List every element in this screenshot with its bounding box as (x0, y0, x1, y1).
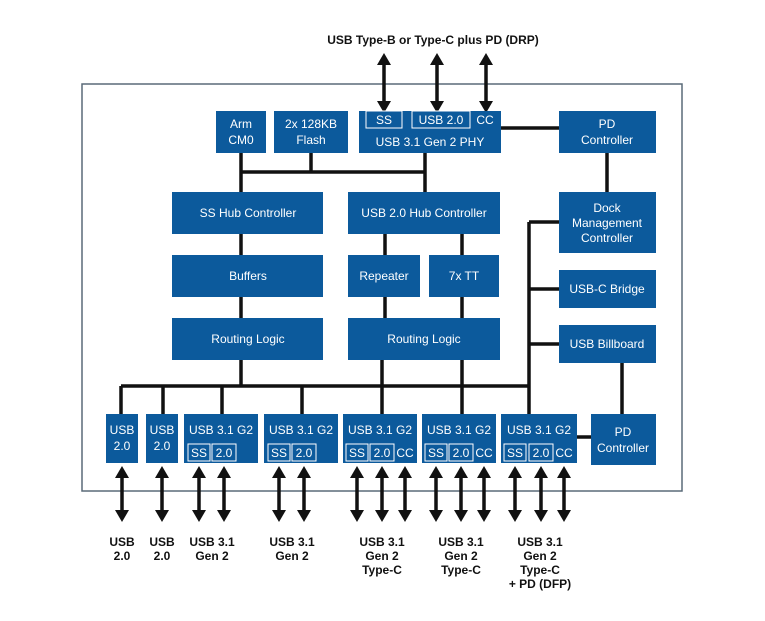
port2-title-2: 2.0 (154, 439, 171, 453)
port-usb31-g2-typec-pd: USB 3.1 G2 SS 2.0 CC (501, 414, 577, 463)
label3-line1: USB 3.1 (189, 535, 235, 549)
repeater-label: Repeater (359, 269, 408, 283)
label7-line3: Type-C (520, 563, 560, 577)
label6-line1: USB 3.1 (438, 535, 484, 549)
port6-ss: SS (428, 446, 444, 460)
dock-label-3: Controller (581, 231, 633, 245)
label5-line2: Gen 2 (365, 549, 399, 563)
dock-management-block: Dock Management Controller (559, 192, 656, 253)
arm-label: Arm (230, 117, 252, 131)
port7-cc: CC (555, 446, 573, 460)
routing-right-label: Routing Logic (387, 332, 460, 346)
port1-title-1: USB (110, 423, 135, 437)
port3-title: USB 3.1 G2 (189, 423, 253, 437)
routing-logic-right-block: Routing Logic (348, 318, 500, 360)
port4-ss: SS (271, 446, 287, 460)
pd-controller-top-block: PD Controller (559, 111, 656, 153)
phy-name-label: USB 3.1 Gen 2 PHY (376, 135, 485, 149)
routing-left-label: Routing Logic (211, 332, 284, 346)
phy-cc-label: CC (476, 113, 494, 127)
pd-bottom-label-1: PD (615, 425, 632, 439)
top-interface-label: USB Type-B or Type-C plus PD (DRP) (327, 33, 539, 47)
top-arrows (377, 53, 493, 113)
bus-lines (119, 126, 624, 439)
port7-title: USB 3.1 G2 (507, 423, 571, 437)
label4-line2: Gen 2 (275, 549, 309, 563)
label5-line1: USB 3.1 (359, 535, 405, 549)
port3-ss: SS (191, 446, 207, 460)
port4-title: USB 3.1 G2 (269, 423, 333, 437)
port6-cc: CC (475, 446, 493, 460)
buffers-block: Buffers (172, 255, 323, 297)
label2-line2: 2.0 (154, 549, 171, 563)
port6-title: USB 3.1 G2 (427, 423, 491, 437)
tt-block: 7x TT (429, 255, 499, 297)
pd-top-label-2: Controller (581, 133, 633, 147)
port5-ss: SS (349, 446, 365, 460)
ss-hub-controller-block: SS Hub Controller (172, 192, 323, 234)
port7-ss: SS (507, 446, 523, 460)
port-usb31-g2-typec-1: USB 3.1 G2 SS 2.0 CC (343, 414, 417, 463)
label2-line1: USB (149, 535, 175, 549)
label4-line1: USB 3.1 (269, 535, 315, 549)
pd-top-label-1: PD (599, 117, 616, 131)
pd-bottom-label-2: Controller (597, 441, 649, 455)
usbc-bridge-label: USB-C Bridge (569, 282, 645, 296)
label6-line2: Gen 2 (444, 549, 478, 563)
port-usb31-g2-2: USB 3.1 G2 SS 2.0 (264, 414, 338, 463)
port5-cc: CC (396, 446, 414, 460)
port1-title-2: 2.0 (114, 439, 131, 453)
label3-line2: Gen 2 (195, 549, 229, 563)
phy-block: SS USB 2.0 CC USB 3.1 Gen 2 PHY (359, 110, 501, 153)
label7-line1: USB 3.1 (517, 535, 563, 549)
bottom-port-labels: USB 2.0 USB 2.0 USB 3.1 Gen 2 USB 3.1 Ge… (109, 535, 571, 591)
port-usb31-g2-typec-2: USB 3.1 G2 SS 2.0 CC (422, 414, 496, 463)
label1-line2: 2.0 (114, 549, 131, 563)
flash-label: Flash (296, 133, 325, 147)
port5-title: USB 3.1 G2 (348, 423, 412, 437)
port5-usb20: 2.0 (374, 446, 391, 460)
repeater-block: Repeater (348, 255, 420, 297)
arm-cm0-block: Arm CM0 (216, 111, 266, 153)
tt-label: 7x TT (449, 269, 480, 283)
usb2-hub-label: USB 2.0 Hub Controller (361, 206, 486, 220)
cm0-label: CM0 (228, 133, 254, 147)
usbc-bridge-block: USB-C Bridge (559, 270, 656, 308)
dock-label-1: Dock (593, 201, 621, 215)
billboard-label: USB Billboard (570, 337, 645, 351)
usb2-hub-controller-block: USB 2.0 Hub Controller (348, 192, 500, 234)
port6-usb20: 2.0 (453, 446, 470, 460)
label7-line4: + PD (DFP) (509, 577, 571, 591)
port3-usb20: 2.0 (216, 446, 233, 460)
port7-usb20: 2.0 (533, 446, 550, 460)
port4-usb20: 2.0 (296, 446, 313, 460)
dock-label-2: Management (572, 216, 643, 230)
port-usb20-2: USB 2.0 (146, 414, 178, 463)
port2-title-1: USB (150, 423, 175, 437)
bottom-arrows (115, 466, 571, 522)
label7-line2: Gen 2 (523, 549, 557, 563)
routing-logic-left-block: Routing Logic (172, 318, 323, 360)
phy-ss-label: SS (376, 113, 392, 127)
billboard-block: USB Billboard (559, 325, 656, 363)
flash-block: 2x 128KB Flash (274, 111, 348, 153)
phy-usb20-label: USB 2.0 (419, 113, 464, 127)
label5-line3: Type-C (362, 563, 402, 577)
buffers-label: Buffers (229, 269, 267, 283)
label1-line1: USB (109, 535, 135, 549)
pd-controller-bottom-block: PD Controller (591, 414, 656, 465)
ss-hub-label: SS Hub Controller (200, 206, 297, 220)
port-usb20-1: USB 2.0 (106, 414, 138, 463)
label6-line3: Type-C (441, 563, 481, 577)
flash-size-label: 2x 128KB (285, 117, 337, 131)
port-usb31-g2-1: USB 3.1 G2 SS 2.0 (184, 414, 258, 463)
